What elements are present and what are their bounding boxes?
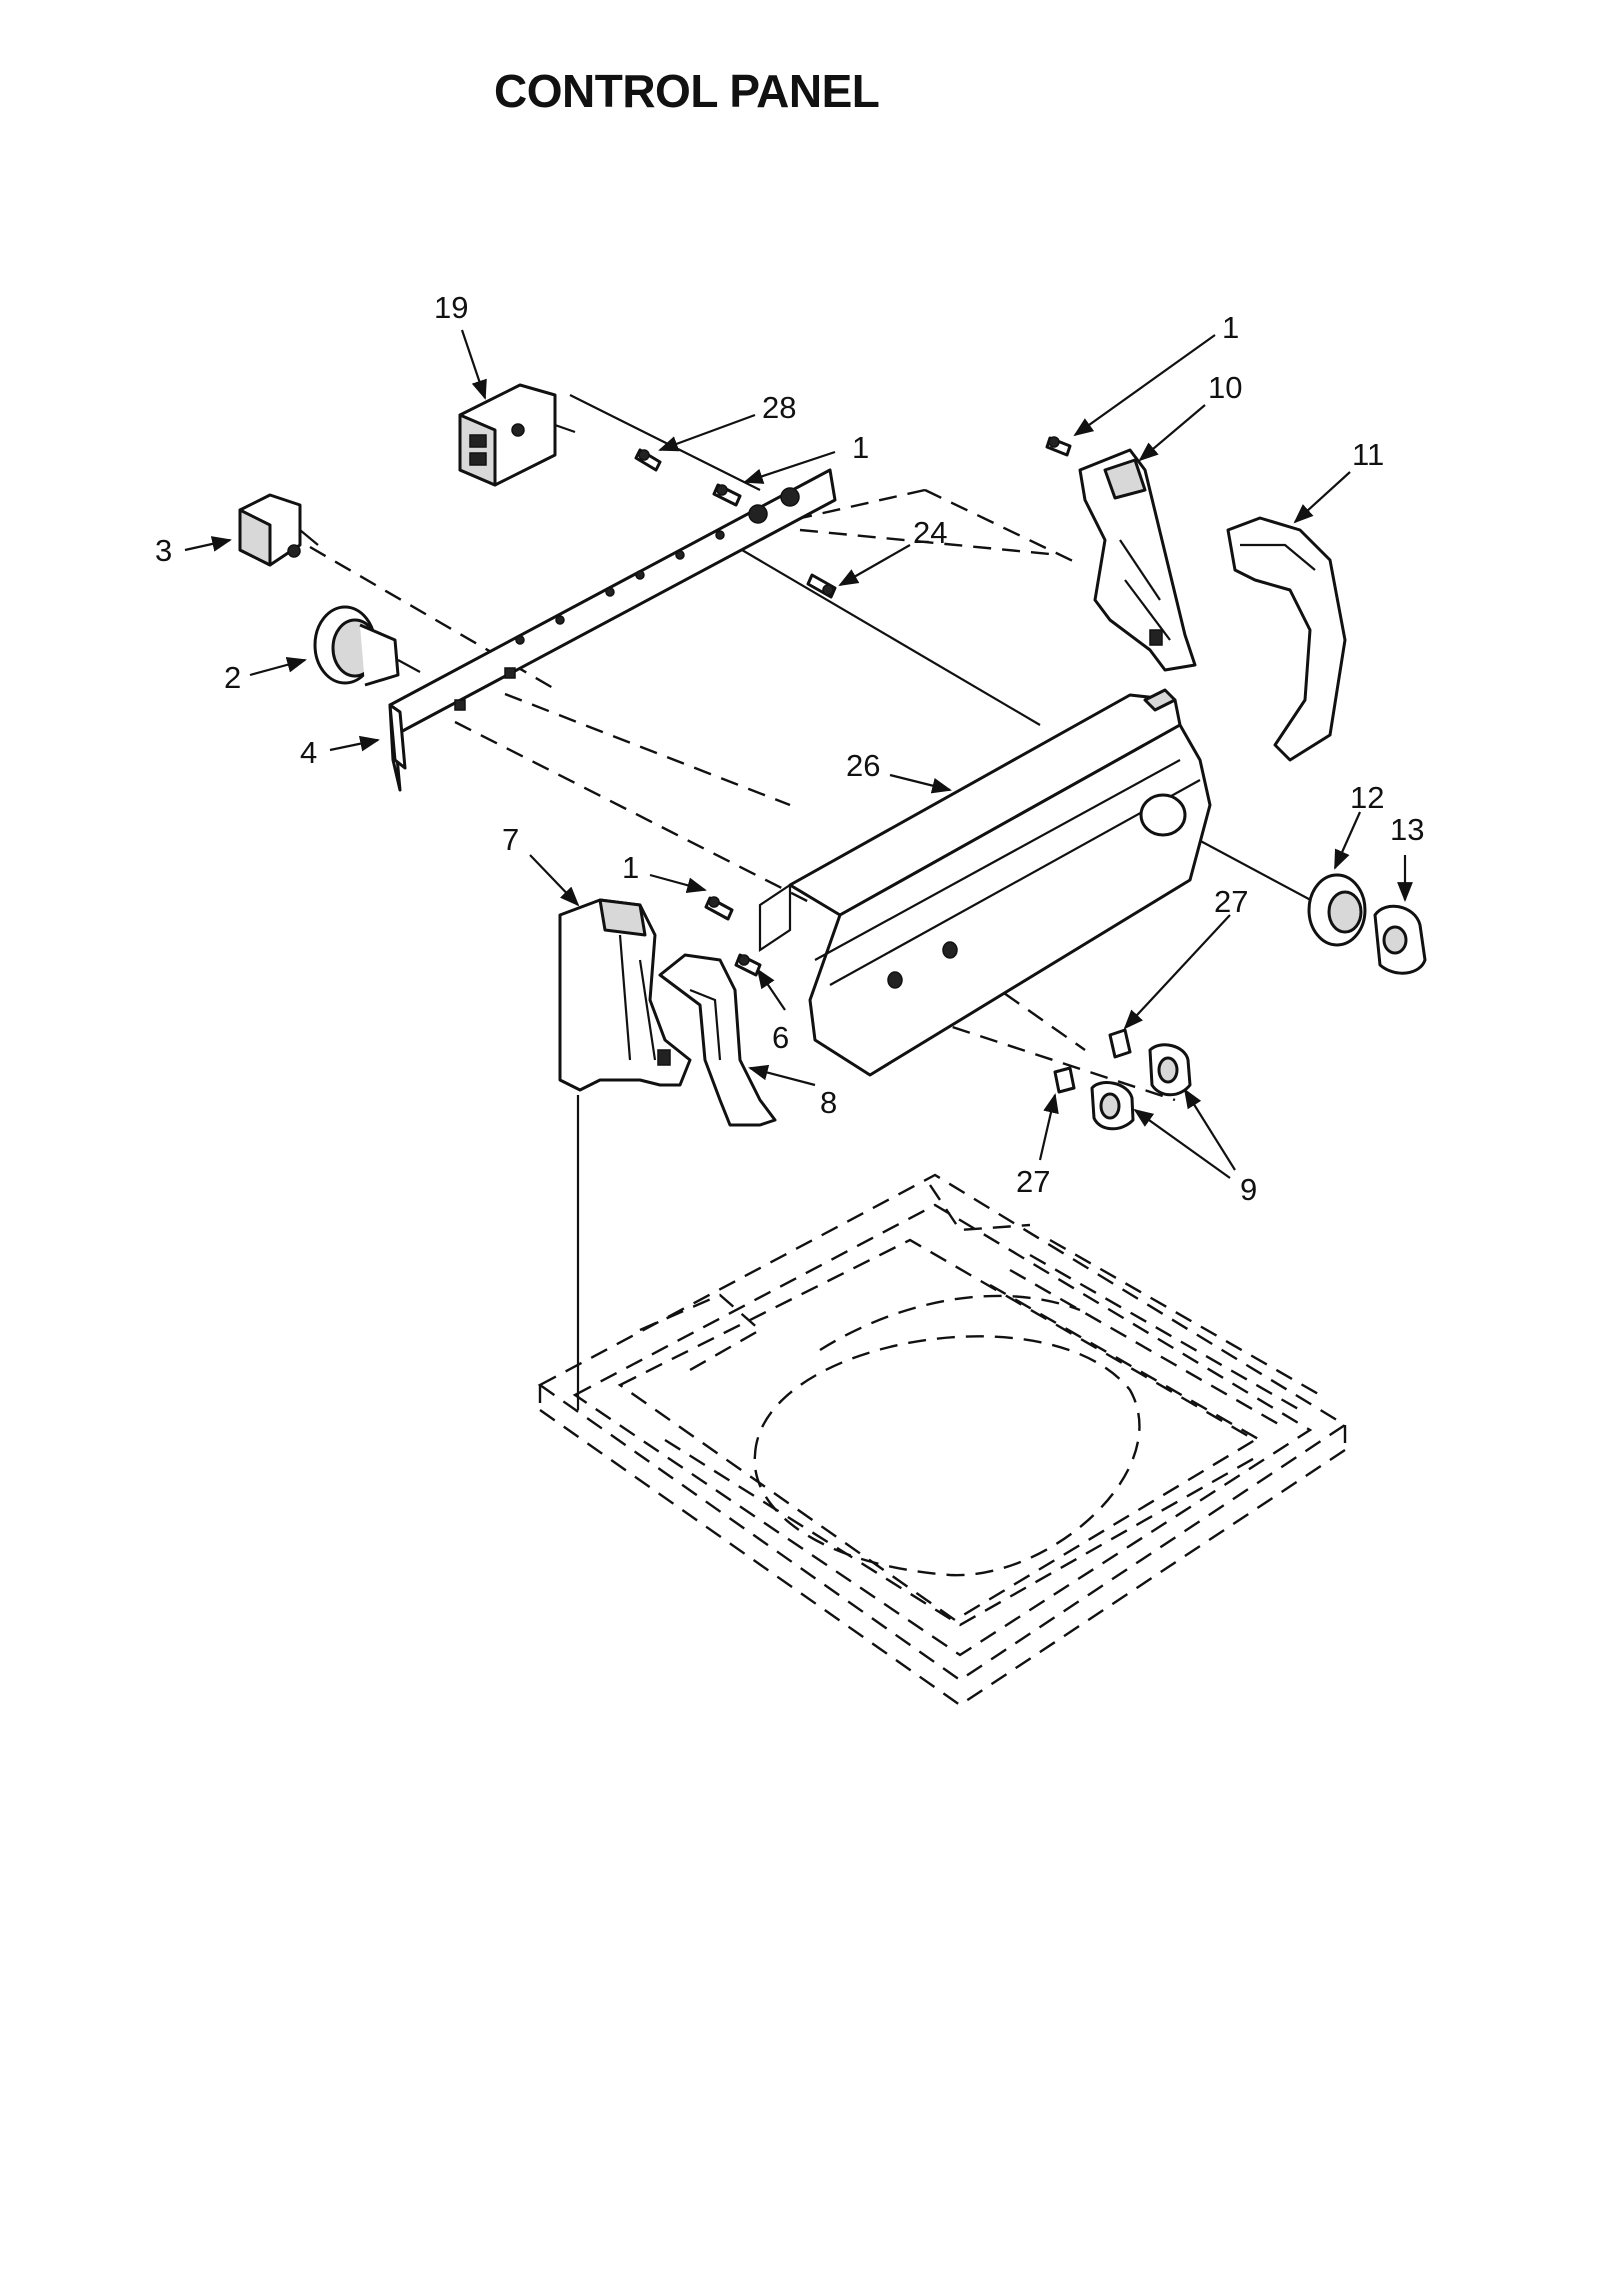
callout-4: 4	[300, 735, 317, 770]
screw-28	[634, 448, 662, 472]
leader-arrows	[184, 329, 1413, 1179]
part-4-console-bracket	[388, 468, 837, 792]
callout-1-right: 1	[1222, 310, 1239, 345]
part-3-switch	[238, 493, 319, 567]
callout-2: 2	[224, 660, 241, 695]
callout-8: 8	[820, 1085, 837, 1120]
callout-27-upper: 27	[1214, 884, 1248, 919]
callout-28: 28	[762, 390, 796, 425]
part-9-knob-lower	[1090, 1081, 1135, 1131]
washer-top-outline	[537, 1173, 1348, 1707]
callout-13: 13	[1390, 812, 1424, 847]
callout-10: 10	[1208, 370, 1242, 405]
part-27-insert-lower	[1053, 1066, 1076, 1094]
callout-26: 26	[846, 748, 880, 783]
callout-7: 7	[502, 822, 519, 857]
callout-24: 24	[913, 515, 947, 550]
screw-1-top	[712, 483, 742, 507]
page-title: CONTROL PANEL	[494, 65, 880, 117]
part-13-knob	[1373, 904, 1427, 975]
callout-19: 19	[434, 290, 468, 325]
callout-1-top: 1	[852, 430, 869, 465]
part-2-timer	[313, 605, 421, 687]
part-8-left-trim	[658, 953, 777, 1127]
callout-9: 9	[1240, 1172, 1257, 1207]
screw-1-left	[704, 896, 734, 921]
part-7-left-endcap	[558, 898, 692, 1092]
part-26-console-panel	[758, 688, 1212, 1077]
screw-24	[806, 573, 837, 599]
part-10-right-endcap	[1078, 448, 1197, 672]
part-12-knob-skirt	[1307, 873, 1367, 947]
part-9-knob-upper	[1148, 1043, 1192, 1097]
part-11-right-trim	[1226, 516, 1347, 762]
screw-6	[734, 953, 762, 977]
part-27-insert-upper	[1108, 1028, 1132, 1059]
callout-1-left: 1	[622, 850, 639, 885]
callout-11: 11	[1352, 437, 1384, 472]
callout-6: 6	[772, 1020, 789, 1055]
assembly-guide-lines	[309, 394, 1321, 1410]
callout-labels: 19 28 1 1 10 11 24 3 2 4 26 12 13 7 1 27…	[155, 290, 1424, 1207]
callout-3: 3	[155, 533, 172, 568]
screw-1-right	[1045, 436, 1072, 457]
callout-12: 12	[1350, 780, 1384, 815]
part-19-switch	[458, 383, 576, 487]
callout-27-lower: 27	[1016, 1164, 1050, 1199]
